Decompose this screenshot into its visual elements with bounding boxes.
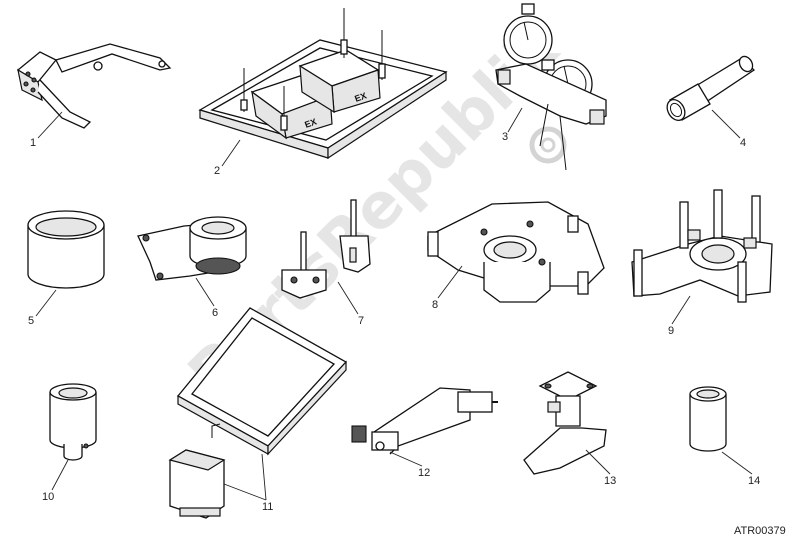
callout-1: 1 <box>30 137 36 149</box>
part-5-ring-sleeve[interactable] <box>27 210 105 289</box>
part-9-stud-fixture[interactable] <box>631 189 773 303</box>
callout-12: 12 <box>418 467 430 479</box>
part-8-base-plate[interactable] <box>427 201 605 303</box>
part-7-pin-pair[interactable] <box>281 199 371 299</box>
part-12-handle-bracket[interactable] <box>351 387 498 455</box>
part-1-bracket-tool[interactable] <box>16 43 172 129</box>
callout-10: 10 <box>42 491 54 503</box>
leader-lines <box>35 107 753 501</box>
part-10-sleeve-tool[interactable] <box>49 383 97 461</box>
callout-3: 3 <box>502 131 508 143</box>
exhaust-label-right: EX <box>353 90 368 104</box>
part-3-gauge-tool[interactable] <box>495 3 607 171</box>
gear-watermark-icon <box>529 126 567 164</box>
callout-8: 8 <box>432 299 438 311</box>
callout-11: 11 <box>262 501 273 513</box>
exhaust-label-left: EX <box>303 116 318 130</box>
callout-6: 6 <box>212 307 218 319</box>
part-14-tube[interactable] <box>689 386 727 452</box>
callout-13: 13 <box>604 475 616 487</box>
part-2-tray-fixture[interactable]: EX EX <box>198 8 448 160</box>
part-13-support-stand[interactable] <box>523 371 607 475</box>
part-11-panel-kit[interactable] <box>168 307 348 519</box>
callout-7: 7 <box>358 315 364 327</box>
callout-2: 2 <box>214 165 220 177</box>
callout-labels: 1 2 3 4 5 6 7 8 9 10 11 12 13 14 <box>28 131 760 513</box>
part-4-socket-tool[interactable] <box>664 54 756 123</box>
part-6-plate-fixture[interactable] <box>137 216 247 281</box>
callout-14: 14 <box>748 475 760 487</box>
drawing-code: ATR00379 <box>734 525 786 537</box>
callout-9: 9 <box>668 325 674 337</box>
callout-5: 5 <box>28 315 34 327</box>
callout-4: 4 <box>740 137 746 149</box>
